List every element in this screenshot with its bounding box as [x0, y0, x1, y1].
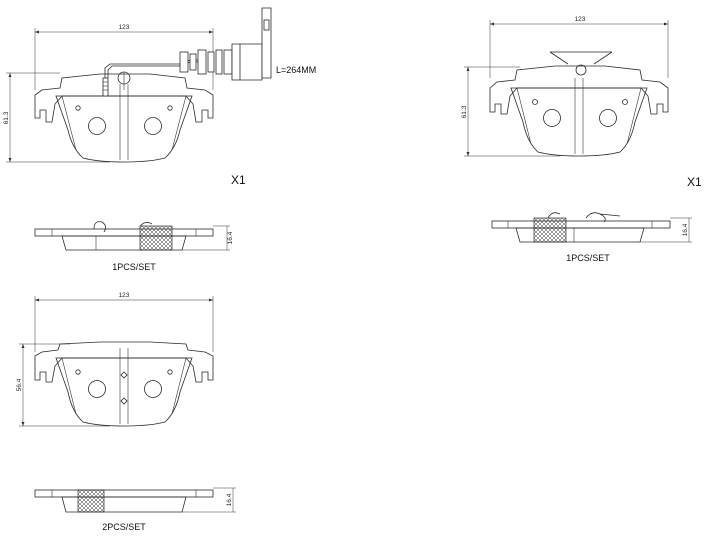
multiplier-right: X1	[687, 175, 702, 189]
pad2-side-view: 16.4	[491, 212, 692, 243]
pad3-height-label: 56.4	[16, 378, 23, 391]
pad3-qty-label: 2PCS/SET	[102, 522, 146, 532]
pad2-width-label: 123	[575, 16, 586, 23]
multiplier-left: X1	[231, 173, 246, 187]
wear-sensor: L=264MM	[104, 7, 316, 81]
pad1-height-label: 61.3	[3, 111, 10, 124]
pad2-height-label: 61.3	[461, 105, 468, 118]
pad2-thickness-label: 16.4	[682, 223, 689, 236]
pad1-qty-label: 1PCS/SET	[112, 262, 156, 272]
pad1-thickness-label: 16.4	[227, 231, 234, 244]
pad3-thickness-label: 16.4	[226, 493, 233, 506]
pad3-side-view: 16.4	[34, 487, 236, 513]
pad1-side-view: 16.4	[34, 221, 234, 251]
pad1-width-label: 123	[119, 24, 130, 31]
pad2-front-view: 123 61.3	[461, 16, 669, 157]
pad3-width-label: 123	[119, 292, 130, 299]
pad3-front-view: 123 56.4	[16, 292, 214, 427]
sensor-wire-length-label: L=264MM	[276, 65, 316, 75]
pad2-qty-label: 1PCS/SET	[566, 253, 610, 263]
pad1-front-view: 123 61.3	[3, 24, 214, 163]
